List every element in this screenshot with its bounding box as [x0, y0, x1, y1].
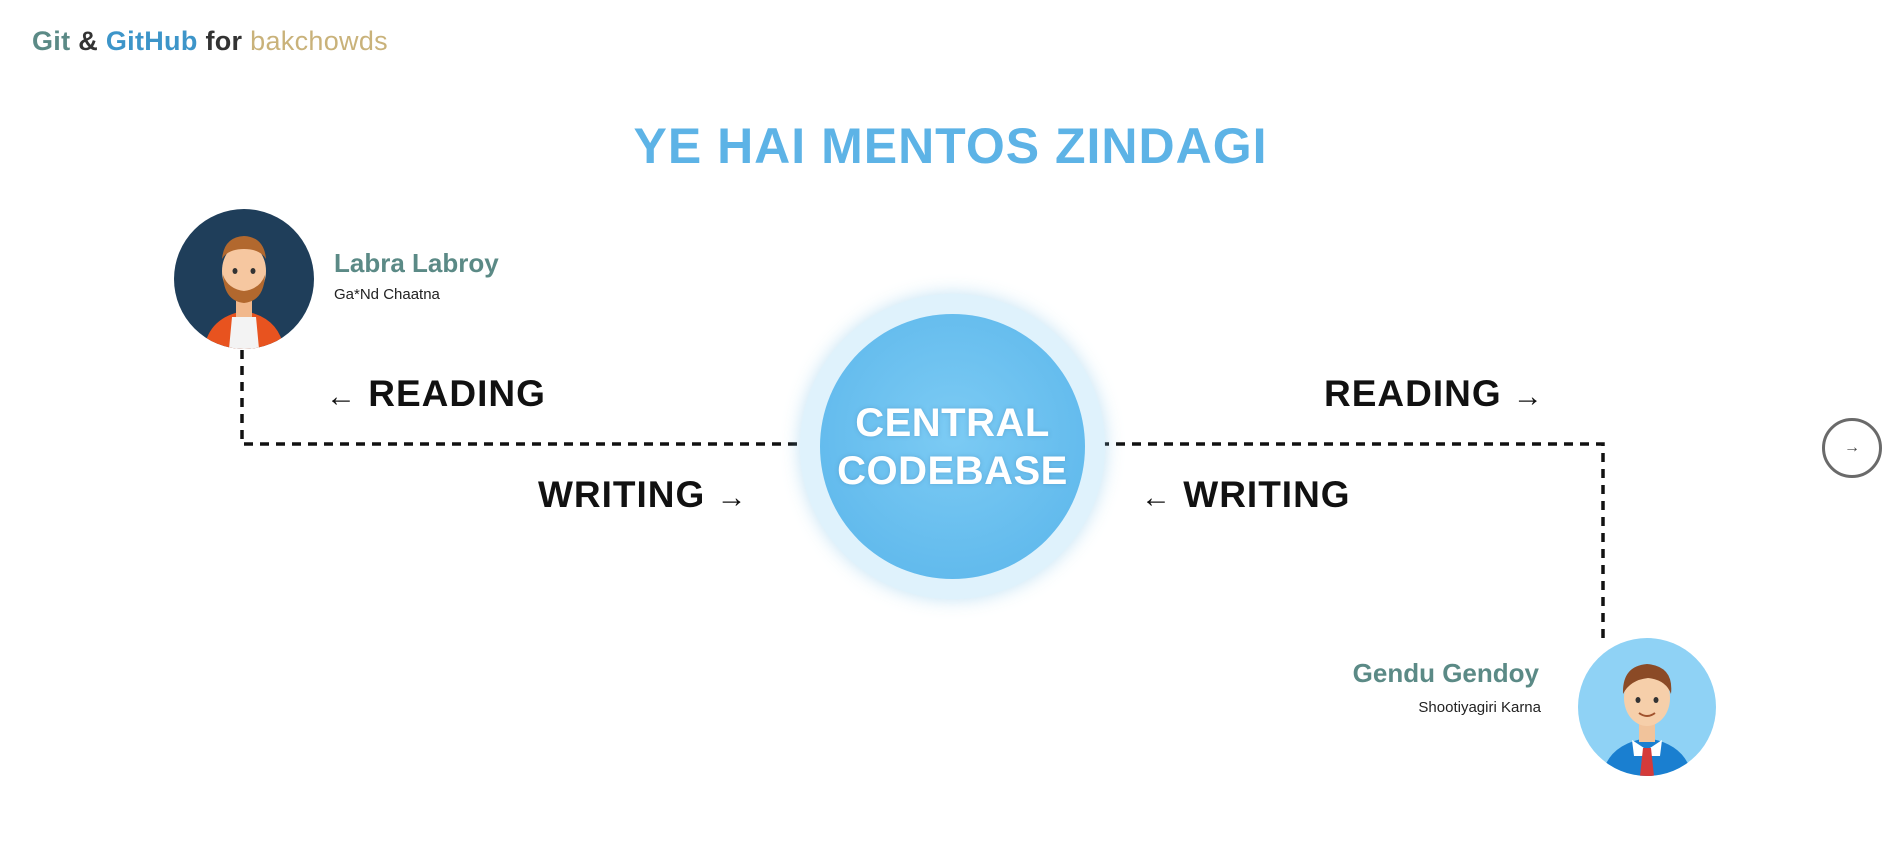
person-role-labra: Ga*Nd Chaatna: [334, 286, 440, 303]
right-connector-line: [1100, 442, 1605, 640]
reading-text-left: READING: [368, 373, 546, 414]
central-line-2: CODEBASE: [837, 448, 1068, 493]
brand-title: Git & GitHub for bakchowds: [32, 26, 388, 57]
brand-github: GitHub: [105, 26, 198, 56]
avatar-labra: [174, 209, 314, 349]
brand-bakchowds: bakchowds: [250, 26, 388, 56]
central-line-1: CENTRAL: [855, 400, 1050, 445]
brand-for: for: [205, 26, 243, 56]
writing-text-right: WRITING: [1183, 474, 1351, 515]
reading-label-right: READING →: [1324, 373, 1544, 415]
writing-label-right: ← WRITING: [1141, 474, 1351, 516]
left-connector-line: [240, 350, 804, 446]
arrow-left-icon: ←: [1141, 481, 1172, 514]
brand-git: Git: [32, 26, 71, 56]
slide-title: YE HAI MENTOS ZINDAGI: [633, 118, 1268, 174]
arrow-right-icon: →: [1844, 439, 1860, 456]
central-codebase-inner: CENTRAL CODEBASE: [820, 314, 1085, 579]
arrow-left-icon: ←: [326, 380, 357, 413]
person-name-labra: Labra Labroy: [334, 248, 499, 278]
avatar-gendu: [1578, 638, 1716, 776]
brand-amp: &: [78, 26, 99, 56]
person-name-gendu: Gendu Gendoy: [1352, 658, 1539, 688]
arrow-right-icon: →: [1512, 380, 1544, 413]
arrow-right-icon: →: [716, 481, 748, 514]
reading-text-right: READING: [1324, 373, 1502, 414]
writing-text-left: WRITING: [538, 474, 706, 515]
reading-label-left: ← READING: [326, 373, 546, 415]
central-codebase-circle: CENTRAL CODEBASE: [800, 294, 1105, 599]
next-slide-button[interactable]: →: [1822, 418, 1882, 478]
writing-label-left: WRITING →: [538, 474, 748, 516]
central-codebase-text: CENTRAL CODEBASE: [837, 399, 1068, 495]
bearded-man-icon: [204, 236, 284, 349]
man-with-tie-icon: [1602, 664, 1692, 776]
person-role-gendu: Shootiyagiri Karna: [1418, 699, 1541, 716]
